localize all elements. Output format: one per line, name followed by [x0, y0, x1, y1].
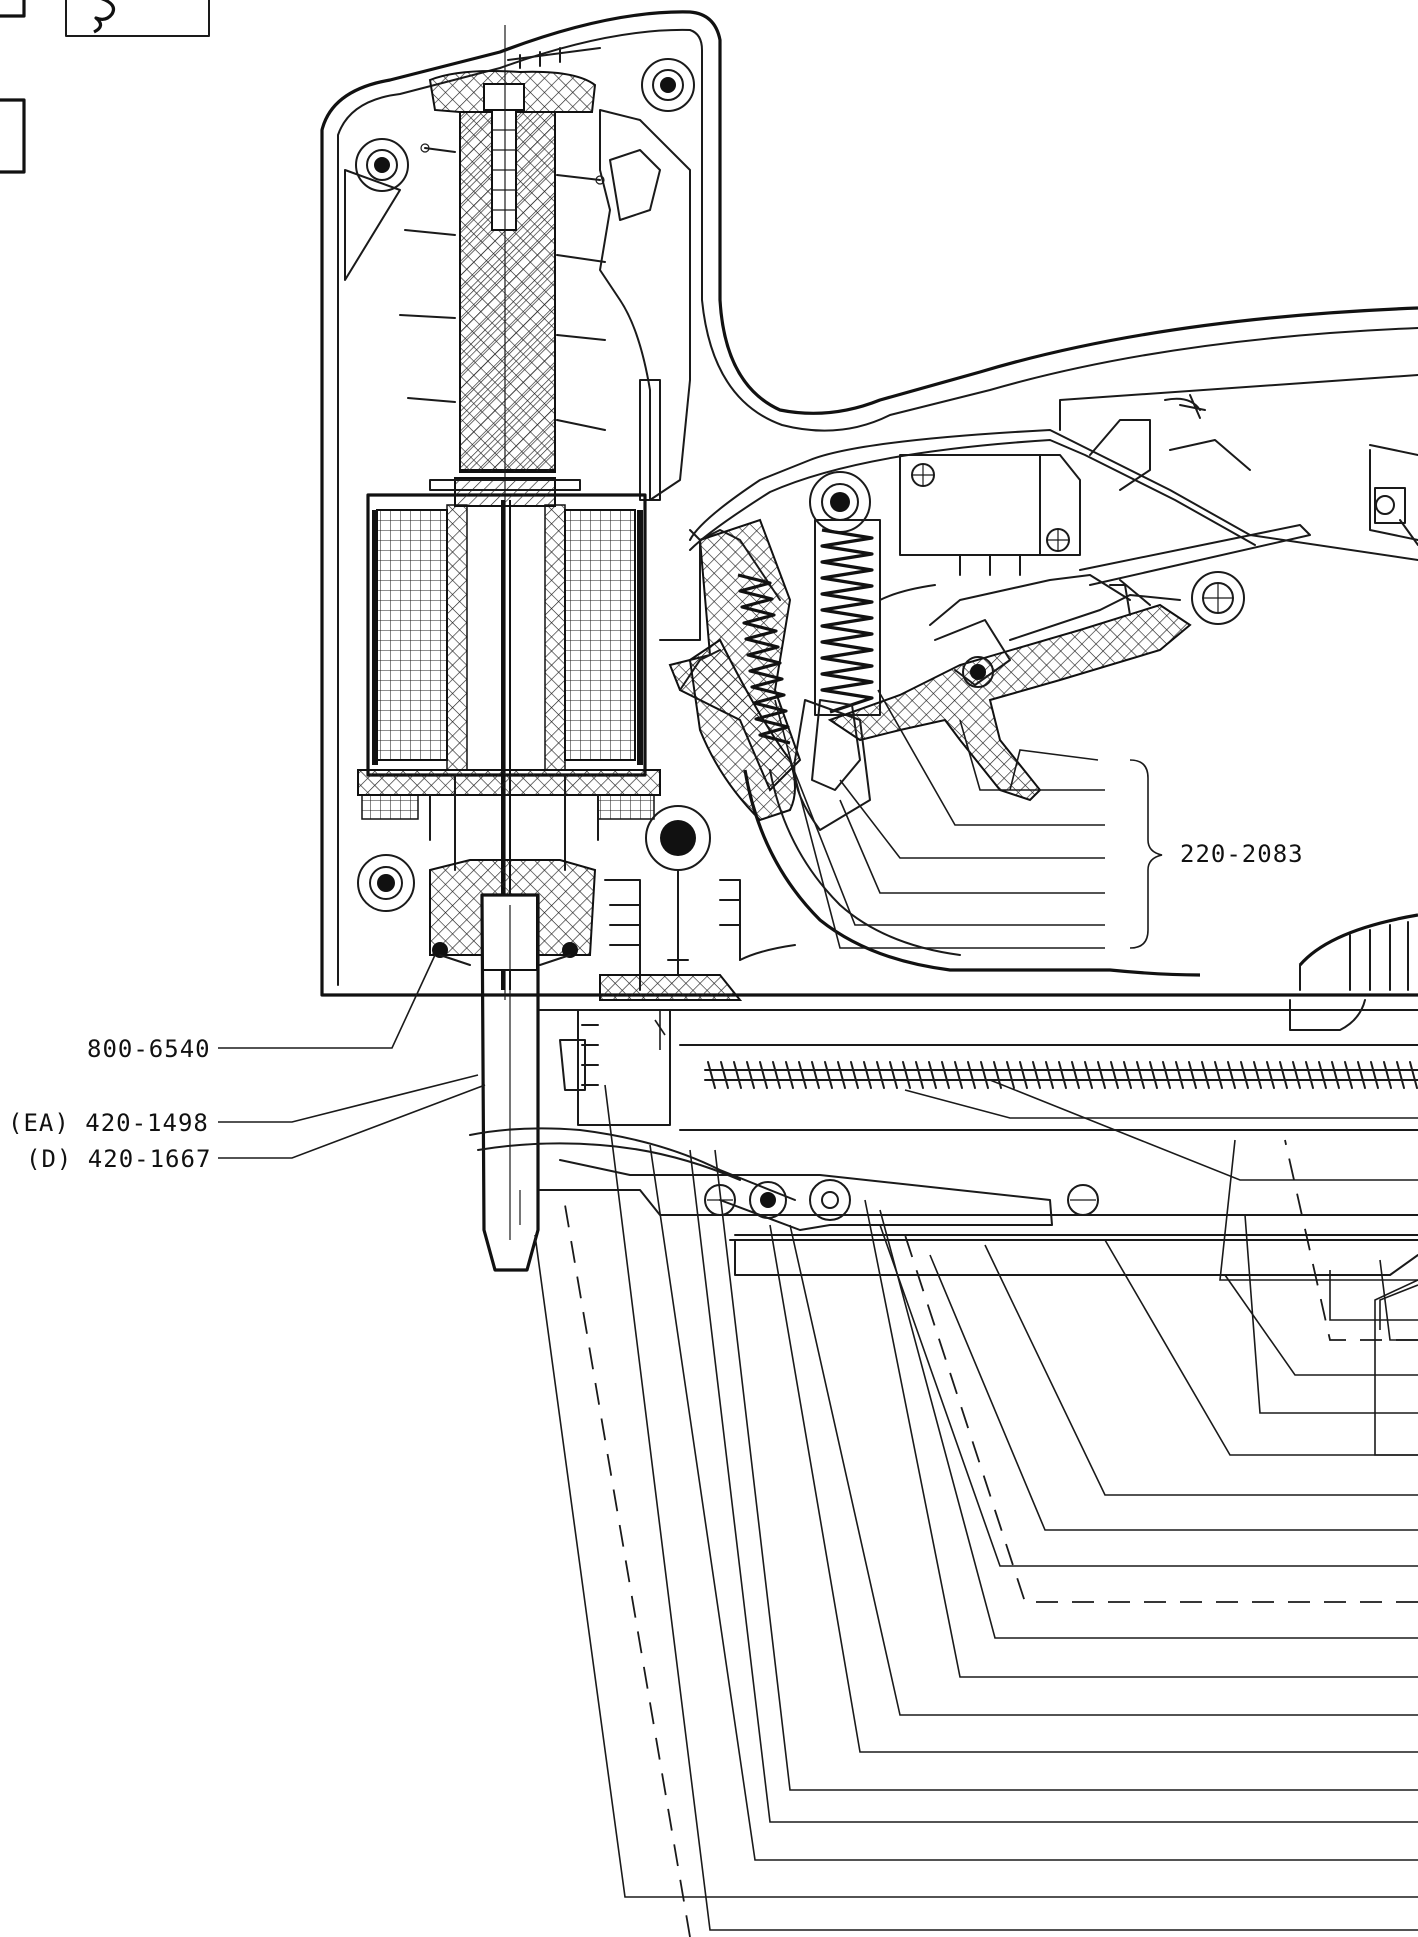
lower-shell-curve	[659, 529, 1201, 977]
plunger-bolt	[483, 83, 525, 231]
idler-wheel	[599, 805, 796, 1001]
label-d-420-1667: (D) 420-1667	[26, 1145, 211, 1173]
screw-boss-right	[1191, 571, 1245, 625]
tool-icon	[65, 0, 210, 37]
wire-harness	[689, 374, 1418, 561]
bracket-220-2083	[774, 689, 1163, 949]
driver-blade	[480, 893, 540, 1272]
micro-switch	[899, 454, 1081, 576]
leader-fan	[534, 1010, 1418, 1937]
magazine-front	[469, 1009, 1418, 1276]
label-ea-420-1498: (EA) 420-1498	[8, 1109, 209, 1137]
left-leader-lines	[218, 954, 486, 1159]
screw-boss-trigger-pivot	[809, 471, 871, 533]
screw-boss-top-right	[641, 58, 695, 112]
grip-inner-contour	[344, 47, 691, 501]
housing-outline	[320, 10, 1418, 1031]
trigger-spring-left	[737, 573, 791, 745]
safety-lever	[827, 524, 1311, 802]
side-guide-rods	[399, 143, 606, 431]
label-800-6540: 800-6540	[87, 1035, 211, 1063]
feed-spring	[679, 1044, 1418, 1131]
label-220-2083: 220-2083	[1180, 840, 1304, 868]
screw-boss-top-left	[355, 138, 409, 192]
magazine-rivets	[704, 1179, 1099, 1221]
trigger-spring-right	[814, 519, 881, 716]
screw-boss-bottom-left	[357, 854, 415, 912]
solenoid-coil	[357, 477, 661, 990]
nose-housing	[429, 859, 597, 971]
corner-bracket-icon	[0, 0, 26, 174]
plunger-head	[428, 70, 597, 473]
